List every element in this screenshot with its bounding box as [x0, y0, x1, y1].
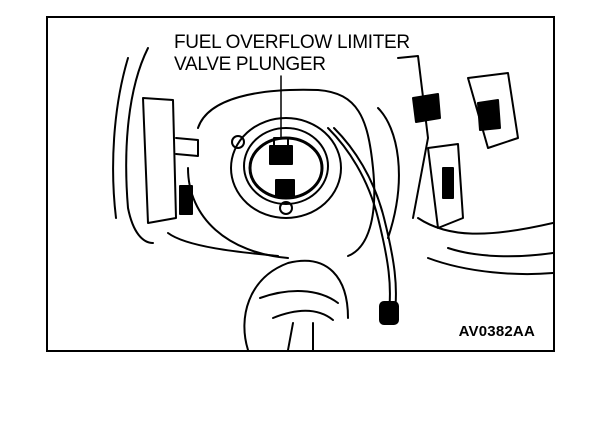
filler-neck — [230, 117, 342, 219]
fuel-filler-illustration — [112, 47, 553, 350]
overflow-tube — [327, 127, 399, 325]
fuel-cap — [243, 259, 349, 350]
valve-plunger — [269, 75, 293, 165]
filler-recess — [187, 88, 400, 259]
fuel-lid-panel — [112, 47, 279, 257]
callout-label-line2: VALVE PLUNGER — [174, 54, 326, 75]
body-bracketry — [397, 55, 553, 276]
diagram-frame: FUEL OVERFLOW LIMITER VALVE PLUNGER AV03… — [46, 16, 555, 352]
callout-label-line1: FUEL OVERFLOW LIMITER — [174, 32, 410, 53]
figure-code: AV0382AA — [458, 323, 535, 340]
